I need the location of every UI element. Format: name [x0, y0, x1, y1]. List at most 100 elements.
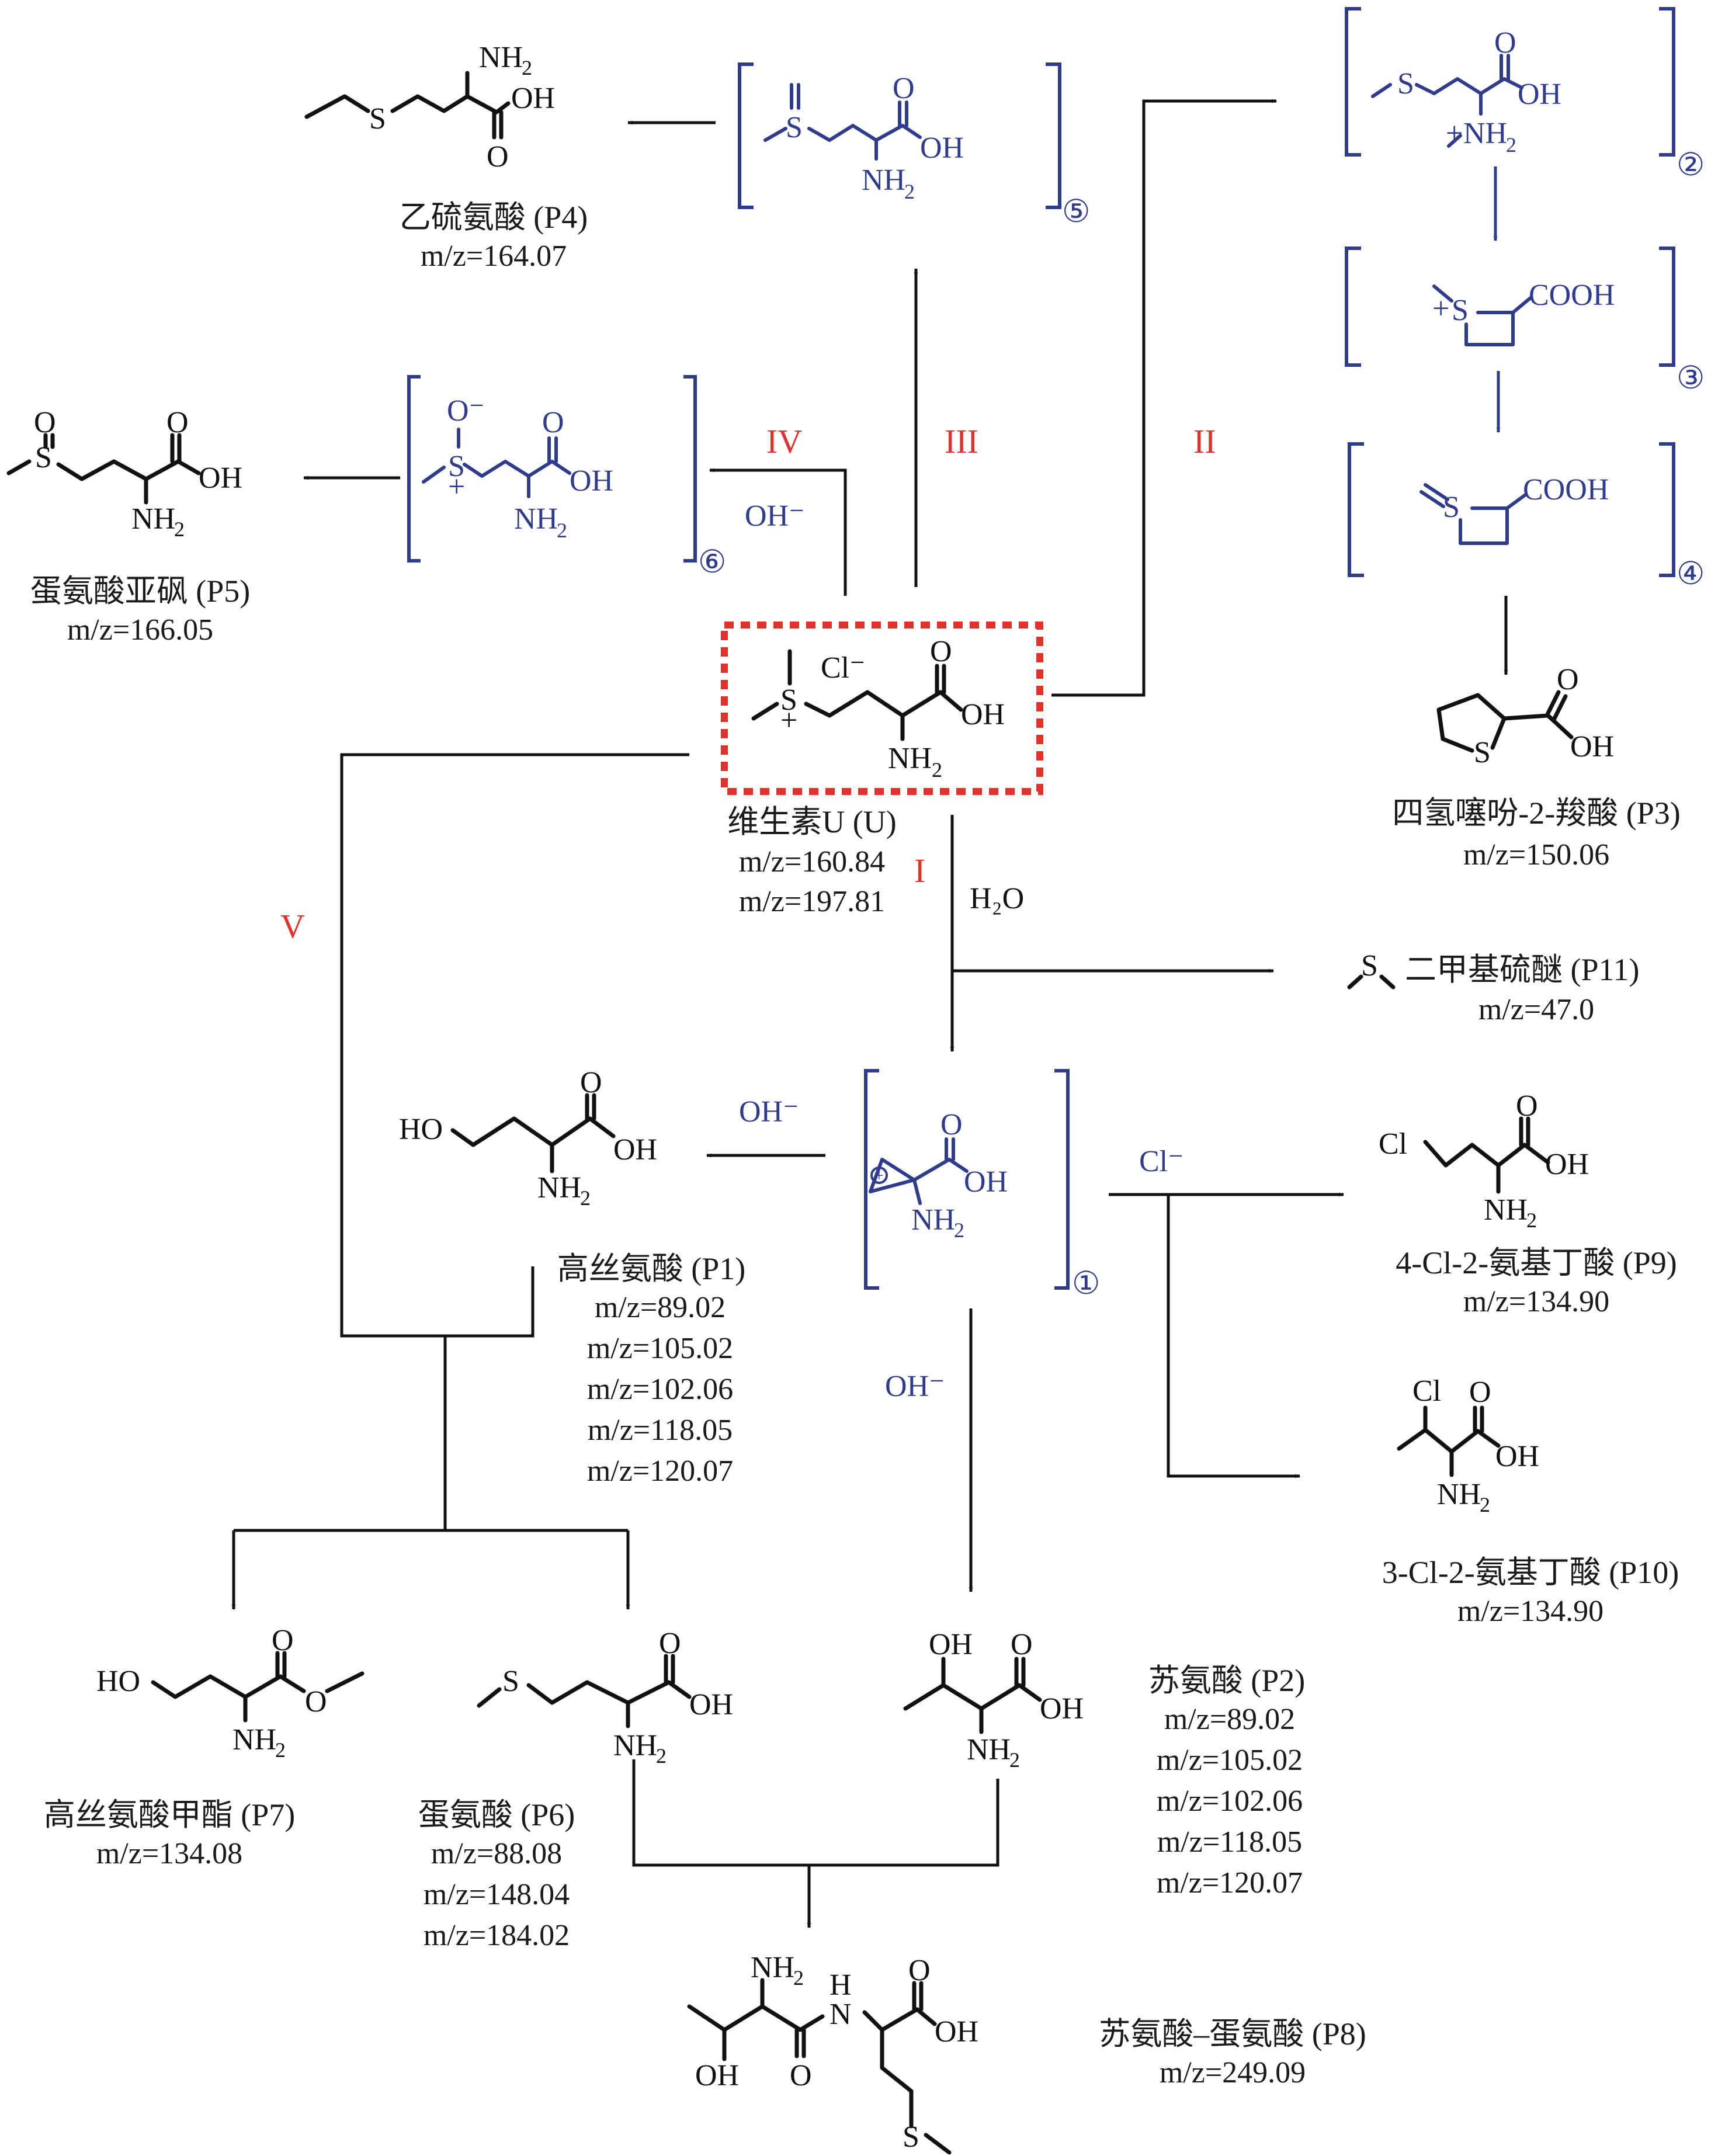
subscript-2: 2 [954, 1218, 964, 1242]
atom-s: S [502, 1665, 519, 1698]
atom-o: O [940, 1108, 963, 1141]
p9-mz: m/z=134.90 [1463, 1285, 1609, 1318]
subscript-2: 2 [275, 1738, 286, 1762]
subscript-2: 2 [1480, 1493, 1490, 1516]
p6-mz-3: m/z=184.02 [424, 1919, 570, 1952]
p1-mz-1: m/z=89.02 [595, 1291, 726, 1324]
atom-nh: NH [1437, 1478, 1481, 1511]
atom-nh: NH [232, 1723, 276, 1756]
product-p4: S NH 2 OH O 乙硫氨酸 (P4) m/z=164.07 [304, 41, 588, 273]
subscript-2: 2 [1526, 1209, 1537, 1232]
parent-mz-2: m/z=197.81 [739, 885, 885, 918]
product-p1: HO O OH NH 2 高丝氨酸 (P1) m/z=89.02 m/z=105… [399, 1066, 745, 1488]
atom-o: O [659, 1627, 681, 1660]
intermediate-1: + O OH NH 2 ① [864, 1069, 1100, 1301]
atom-oh: OH [613, 1133, 657, 1166]
p2-mz-1: m/z=89.02 [1164, 1703, 1295, 1736]
p10-mz: m/z=134.90 [1457, 1595, 1603, 1628]
product-p11: S 二甲基硫醚 (P11) m/z=47.0 [1347, 949, 1640, 1026]
subscript-2: 2 [932, 758, 942, 782]
atom-oh: OH [1545, 1148, 1589, 1181]
intermediate-3: + S COOH ③ [1345, 247, 1705, 433]
atom-oh: OH [689, 1688, 733, 1721]
charge-plus: + [1446, 117, 1463, 150]
product-p10: Cl O OH NH 2 3-Cl-2-氨基丁酸 (P10) m/z=134.9… [1382, 1374, 1679, 1628]
atom-nh: NH [131, 502, 175, 536]
atom-oh: OH [964, 1165, 1008, 1199]
connector-pathway-v [340, 753, 689, 1338]
charge-plus: + [1432, 292, 1449, 325]
subscript-2: 2 [656, 1744, 667, 1768]
atom-s: S [35, 441, 52, 474]
atom-s: S [1397, 67, 1414, 100]
reagent-water: H₂O [970, 882, 1024, 915]
atom-nh: NH [537, 1171, 581, 1204]
intermediate-number: ③ [1677, 360, 1705, 395]
atom-o: O [1494, 26, 1516, 60]
reagent-hydroxide-p1: OH⁻ [739, 1095, 799, 1129]
atom-n: N [829, 1998, 852, 2031]
subscript-2: 2 [1009, 1748, 1020, 1772]
intermediate-4: S COOH ④ [1348, 442, 1705, 675]
atom-o: O [1469, 1376, 1491, 1409]
parent-compound-vitamin-u: S + Cl⁻ O OH NH 2 维生素U (U) m/z=160.84 m/… [721, 622, 1043, 918]
product-p8: NH 2 H N O OH OH O S 苏氨酸–蛋氨酸 (P8) m/z=24… [687, 1951, 1366, 2155]
atom-o: O [272, 1624, 294, 1657]
atom-s: S [903, 2120, 919, 2154]
reagent-hydroxide-p2: OH⁻ [885, 1370, 945, 1403]
p1-mz-2: m/z=105.02 [587, 1332, 733, 1365]
product-p6: S O OH NH 2 蛋氨酸 (P6) m/z=88.08 m/z=148.0… [418, 1627, 733, 1952]
atom-nh: NH [1463, 117, 1507, 150]
atom-oh: OH [1518, 78, 1561, 111]
p4-name: 乙硫氨酸 (P4) [400, 200, 588, 235]
atom-oh: OH [511, 82, 555, 115]
pathway-label-iv: IV [766, 422, 802, 460]
counterion-chloride: Cl⁻ [821, 651, 866, 685]
p4-mz: m/z=164.07 [421, 239, 567, 273]
atom-oh: OH [1570, 730, 1614, 763]
subscript-2: 2 [904, 180, 915, 203]
p2-mz-3: m/z=102.06 [1157, 1784, 1303, 1818]
intermediate-2: S O OH + NH 2 ② [1345, 7, 1705, 241]
p2-name: 苏氨酸 (P2) [1148, 1663, 1306, 1698]
atom-nh: NH [862, 164, 905, 197]
product-p3: S O OH 四氢噻吩-2-羧酸 (P3) m/z=150.06 [1392, 663, 1680, 872]
p10-name: 3-Cl-2-氨基丁酸 (P10) [1382, 1555, 1679, 1590]
p5-mz: m/z=166.05 [67, 613, 213, 647]
charge-plus: + [874, 1167, 884, 1185]
charge-plus: + [448, 470, 465, 504]
p1-name: 高丝氨酸 (P1) [557, 1251, 746, 1286]
atom-oh: OH [1495, 1440, 1539, 1473]
atom-s: S [1452, 294, 1469, 327]
atom-oh: OH [1040, 1692, 1084, 1726]
p2-mz-4: m/z=118.05 [1157, 1825, 1302, 1859]
p8-mz: m/z=249.09 [1160, 2056, 1306, 2089]
atom-ho: HO [96, 1665, 140, 1698]
atom-h: H [829, 1968, 852, 2002]
atom-oh: OH [935, 2015, 978, 2049]
pathway-label-i: I [914, 852, 925, 890]
arrow-to-p10 [1167, 1195, 1300, 1478]
subscript-2: 2 [557, 519, 567, 542]
subscript-2: 2 [174, 518, 185, 541]
arrow-pathway-ii [1051, 99, 1277, 697]
intermediate-number: ① [1072, 1266, 1100, 1301]
intermediate-number: ② [1677, 147, 1705, 182]
pathway-label-iii: III [945, 422, 978, 460]
product-p2: OH O OH NH 2 苏氨酸 (P2) m/z=89.02 m/z=105.… [903, 1628, 1306, 1900]
carbocation-icon [870, 1166, 888, 1184]
atom-oh: OH [929, 1628, 973, 1661]
atom-o: O [542, 406, 564, 439]
arrow-to-p7 [234, 1529, 628, 1609]
atom-o: O [930, 635, 952, 668]
highlight-box [721, 622, 1043, 795]
p7-name: 高丝氨酸甲酯 (P7) [44, 1797, 296, 1832]
subscript-2: 2 [793, 1966, 804, 1990]
parent-name: 维生素U (U) [727, 804, 896, 839]
atom-nh: NH [613, 1729, 657, 1762]
atom-o: O [790, 2059, 812, 2092]
atom-s: S [369, 102, 386, 136]
pathway-label-ii: II [1193, 422, 1216, 460]
subscript-2: 2 [580, 1186, 591, 1210]
p6-name: 蛋氨酸 (P6) [418, 1797, 575, 1832]
